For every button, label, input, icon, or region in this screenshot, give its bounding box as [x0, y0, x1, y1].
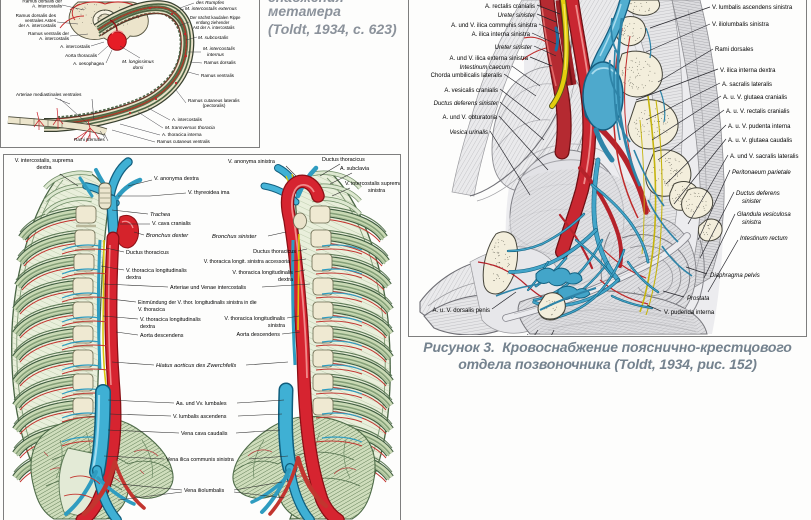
svg-text:V. ilica interna dextra: V. ilica interna dextra	[720, 68, 776, 74]
svg-text:M. intercostalis externus: M. intercostalis externus	[185, 6, 237, 12]
svg-text:Ductus thoracicus: Ductus thoracicus	[322, 157, 365, 163]
svg-text:A. und V. ilica externa sinist: A. und V. ilica externa sinistra	[450, 56, 529, 62]
svg-text:A. ilica interna sinistra: A. ilica interna sinistra	[472, 32, 531, 38]
svg-text:Vesica urinalis: Vesica urinalis	[450, 130, 488, 136]
svg-text:A. oesophagea: A. oesophagea	[73, 61, 104, 66]
svg-text:Aorta descendens: Aorta descendens	[140, 333, 184, 339]
svg-text:V. thoracica longitudinalis: V. thoracica longitudinalis	[140, 317, 201, 323]
svg-text:Arteriae mediastinales ventral: Arteriae mediastinales ventrales	[16, 92, 82, 97]
svg-text:V. anonyma dextra: V. anonyma dextra	[154, 176, 199, 182]
svg-text:M. subcostalis: M. subcostalis	[198, 35, 229, 41]
svg-text:Aa. und Vv. lumbales: Aa. und Vv. lumbales	[176, 401, 227, 407]
svg-text:V. thoracica: V. thoracica	[138, 307, 165, 313]
svg-text:V. intercostalis, suprema: V. intercostalis, suprema	[15, 158, 74, 164]
svg-text:Aorta descendens: Aorta descendens	[237, 332, 281, 338]
svg-text:Trachea: Trachea	[150, 212, 170, 218]
svg-text:Ramus dorsalis der: Ramus dorsalis der	[22, 0, 62, 4]
svg-text:V. thyreoidea ima: V. thyreoidea ima	[188, 190, 229, 196]
svg-text:A. thoracica interna: A. thoracica interna	[162, 132, 202, 137]
svg-text:dextra: dextra	[37, 165, 52, 171]
svg-text:A. u. V. rectalis cranialis: A. u. V. rectalis cranialis	[726, 109, 789, 115]
svg-text:A. und V. sacralis lateralis: A. und V. sacralis lateralis	[730, 154, 798, 160]
svg-text:der A. intercostalis: der A. intercostalis	[18, 23, 56, 28]
svg-text:ventrales Astes: ventrales Astes	[25, 18, 57, 23]
svg-text:V. lumbalis ascendens: V. lumbalis ascendens	[173, 414, 227, 420]
svg-text:Bronchus sinister: Bronchus sinister	[212, 234, 258, 240]
svg-text:A. intercostalis: A. intercostalis	[32, 4, 63, 9]
svg-text:Hiatus aorticus des Zwerchfell: Hiatus aorticus des Zwerchfells	[156, 363, 236, 369]
svg-text:entlang ziehender: entlang ziehender	[196, 20, 230, 25]
svg-text:Ramus cutaneus lateralis: Ramus cutaneus lateralis	[188, 98, 240, 103]
svg-text:A. u. V. glutaea caudalis: A. u. V. glutaea caudalis	[728, 138, 792, 144]
svg-text:A. rectalis cranialis: A. rectalis cranialis	[485, 4, 535, 10]
svg-text:Bronchus dexter: Bronchus dexter	[146, 233, 189, 239]
svg-text:Ureter sinister: Ureter sinister	[495, 45, 533, 51]
svg-text:Ductus thoracicus: Ductus thoracicus	[253, 249, 296, 255]
svg-text:(pectoralis): (pectoralis)	[203, 103, 226, 108]
svg-text:Ramus ventralis: Ramus ventralis	[201, 73, 235, 78]
svg-text:V. thoracica longitudinalis: V. thoracica longitudinalis	[224, 316, 285, 322]
svg-text:M. transversus thoracia: M. transversus thoracia	[165, 125, 215, 131]
svg-text:Der nächst kaudalen Rippe: Der nächst kaudalen Rippe	[190, 15, 241, 20]
svg-text:Vena cava caudalis: Vena cava caudalis	[181, 431, 228, 437]
svg-text:A. intercostalis: A. intercostalis	[60, 44, 91, 49]
svg-text:Peritonaeum parietale: Peritonaeum parietale	[732, 170, 791, 176]
svg-text:Einmündung der V. thor. longit: Einmündung der V. thor. longitudinalis s…	[138, 300, 257, 306]
svg-text:dextra: dextra	[140, 324, 155, 330]
svg-text:Arteriae und Venae intercostal: Arteriae und Venae intercostalis	[170, 285, 246, 291]
svg-text:Ductus deferens: Ductus deferens	[736, 191, 780, 197]
svg-text:sinistra: sinistra	[268, 323, 285, 329]
svg-text:Ramus cutaneus ventralis: Ramus cutaneus ventralis	[157, 139, 211, 144]
svg-text:Ramus dorsalis: Ramus dorsalis	[204, 60, 236, 65]
svg-text:Ureter sinister: Ureter sinister	[498, 13, 536, 19]
svg-text:dextra: dextra	[278, 277, 293, 283]
svg-text:Glandula vesiculosa: Glandula vesiculosa	[737, 212, 791, 218]
svg-text:Ramus ventralis der: Ramus ventralis der	[28, 31, 69, 36]
svg-text:V. cava cranialis: V. cava cranialis	[152, 221, 191, 227]
svg-text:internus: internus	[207, 52, 225, 58]
svg-text:sinister: sinister	[742, 199, 762, 205]
svg-text:A. u. V. glutaea cranialis: A. u. V. glutaea cranialis	[723, 95, 787, 101]
svg-text:dorsi: dorsi	[133, 65, 144, 71]
svg-text:Diaphragma pelvis: Diaphragma pelvis	[710, 273, 760, 279]
svg-text:Ductus thoracicus: Ductus thoracicus	[126, 250, 169, 256]
svg-text:Vena iliolumbalis: Vena iliolumbalis	[184, 488, 224, 494]
svg-text:sinistra: sinistra	[742, 220, 762, 226]
svg-text:V. thoracica longitudinalis: V. thoracica longitudinalis	[126, 268, 187, 274]
svg-text:V. iliolumbalis sinistra: V. iliolumbalis sinistra	[712, 22, 769, 28]
svg-text:M. intercostalis: M. intercostalis	[203, 46, 236, 52]
svg-text:Prostata: Prostata	[687, 296, 710, 302]
svg-text:Ast der A. intercostalis: Ast der A. intercostalis	[193, 25, 234, 30]
svg-text:Aorta thoracalis: Aorta thoracalis	[65, 53, 98, 58]
svg-text:sinistra: sinistra	[368, 188, 385, 194]
svg-text:M. longissimus: M. longissimus	[122, 59, 154, 65]
svg-text:A. und V. obturatoria: A. und V. obturatoria	[443, 115, 498, 121]
svg-text:A. und V. ilica communis sinis: A. und V. ilica communis sinistra	[451, 23, 537, 29]
svg-text:des Rumpfes: des Rumpfes	[196, 0, 225, 6]
svg-text:V. intercostalis suprema: V. intercostalis suprema	[345, 181, 400, 187]
svg-text:Ductus deferens sinister: Ductus deferens sinister	[434, 101, 499, 107]
svg-text:V. thoracica longitudinalis: V. thoracica longitudinalis	[232, 270, 293, 276]
svg-text:Rami dorsales: Rami dorsales	[715, 47, 753, 53]
svg-text:A. vesicalis cranialis: A. vesicalis cranialis	[444, 88, 498, 94]
svg-text:Vena ilica communis sinistra: Vena ilica communis sinistra	[166, 457, 234, 463]
svg-text:V. lumbalis ascendens sinistra: V. lumbalis ascendens sinistra	[712, 5, 793, 11]
svg-text:A. intercostalis: A. intercostalis	[172, 117, 203, 122]
svg-text:A. intercostalis: A. intercostalis	[39, 36, 70, 41]
svg-text:V. pudenda interna: V. pudenda interna	[664, 310, 715, 316]
svg-text:Intestinum rectum: Intestinum rectum	[740, 236, 788, 242]
svg-text:V. anonyma sinistra: V. anonyma sinistra	[228, 159, 275, 165]
svg-text:dextra: dextra	[126, 275, 141, 281]
svg-text:Chorda umbilicalis lateralis: Chorda umbilicalis lateralis	[431, 73, 502, 79]
svg-text:Intestinum caecum: Intestinum caecum	[460, 65, 510, 71]
svg-text:Rami sternales: Rami sternales	[74, 137, 105, 142]
svg-text:A. subclavia: A. subclavia	[340, 166, 369, 172]
svg-text:A. sacralis lateralis: A. sacralis lateralis	[722, 82, 772, 88]
svg-text:A. u. V. pudenta interna: A. u. V. pudenta interna	[728, 124, 791, 130]
svg-text:A. u. V. dorsalis penis: A. u. V. dorsalis penis	[433, 308, 490, 314]
svg-text:Ramus dorsalis des: Ramus dorsalis des	[16, 13, 57, 18]
svg-text:V. thoracica longit. sinistra: V. thoracica longit. sinistra accessoria	[204, 259, 290, 265]
